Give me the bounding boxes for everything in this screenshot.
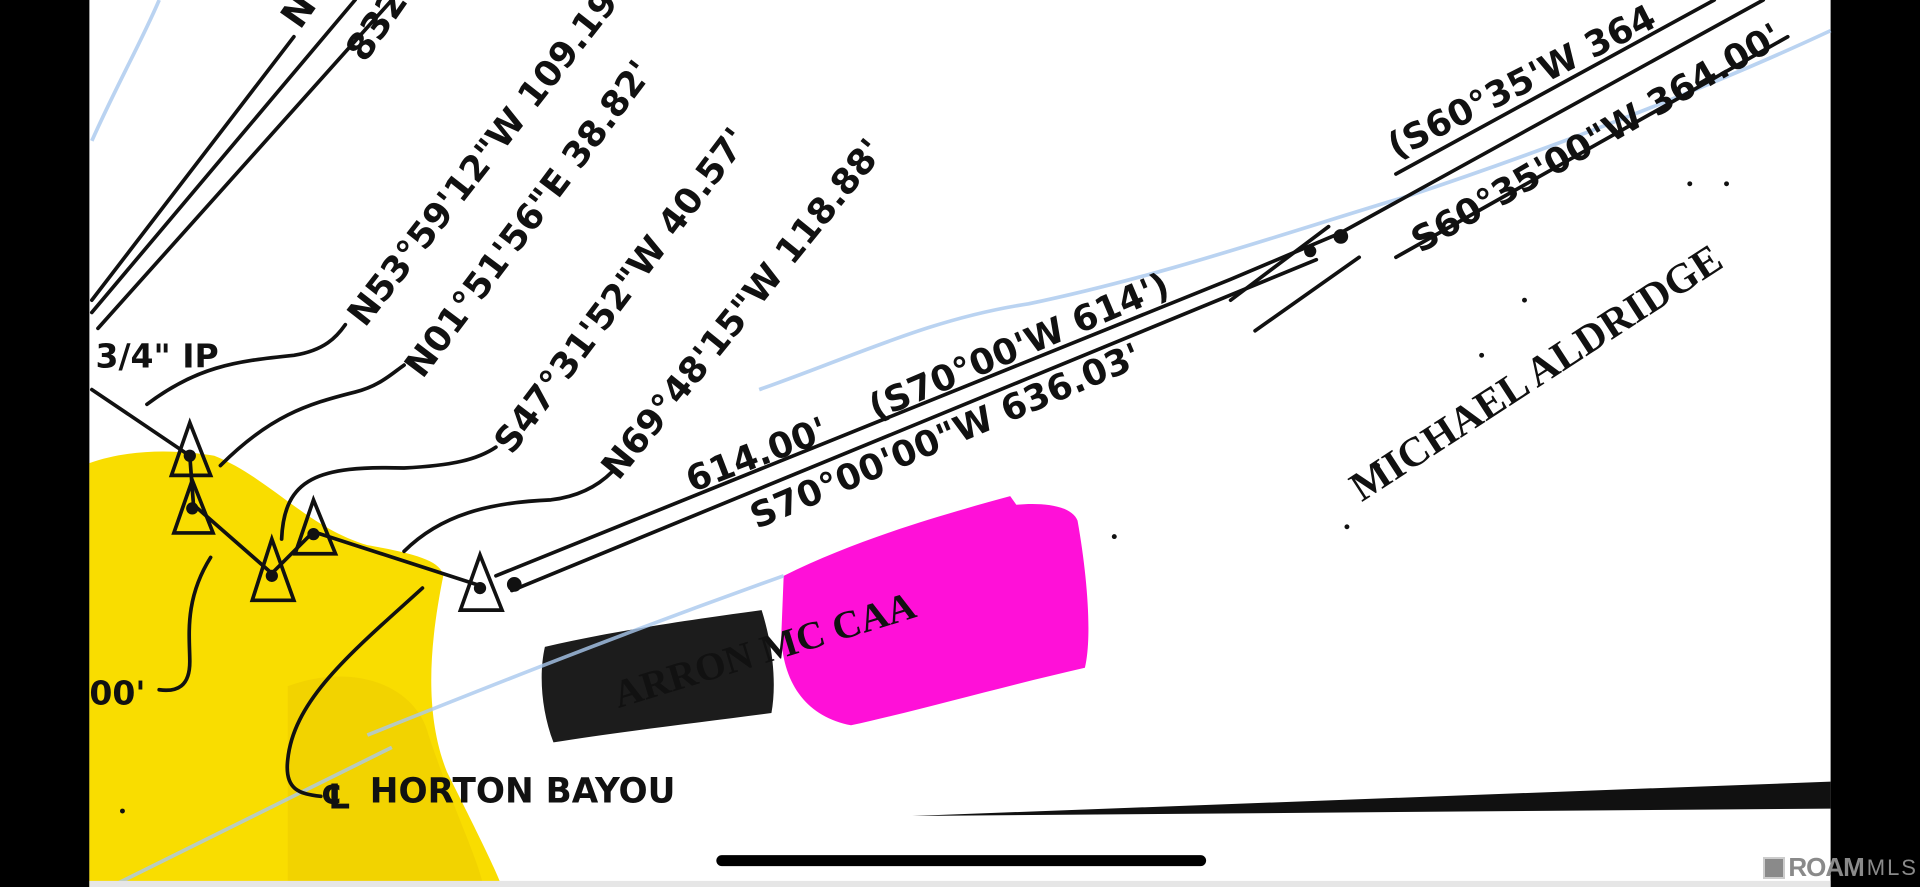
roam-mls-watermark: ROAM MLS bbox=[1763, 852, 1918, 883]
leader-line bbox=[279, 445, 498, 541]
water-line-bottom bbox=[109, 745, 393, 887]
dimension-line-short bbox=[1253, 255, 1362, 333]
record-line-364 bbox=[1394, 0, 1717, 176]
centerline-icon: ℄ bbox=[321, 778, 352, 818]
boundary-line-north-1 bbox=[90, 34, 296, 302]
monument-triangles bbox=[168, 417, 505, 612]
water-line-top-left bbox=[90, 0, 161, 142]
scan-specks bbox=[120, 181, 1729, 814]
iron-pipe-label: 3/4" IP bbox=[96, 337, 219, 376]
record-tick bbox=[1228, 224, 1331, 302]
boundary-line-north-3 bbox=[96, 0, 394, 331]
yellow-highlight-shade bbox=[287, 676, 484, 887]
water-line-lower bbox=[366, 574, 785, 737]
leader-line bbox=[157, 555, 213, 693]
boundary-line-636 bbox=[510, 257, 1319, 593]
triangle-monument-icon bbox=[249, 533, 297, 603]
bayou-label: HORTON BAYOU bbox=[370, 771, 676, 811]
watermark-suffix: MLS bbox=[1866, 854, 1918, 880]
leader-line bbox=[285, 586, 425, 799]
magenta-highlight bbox=[781, 496, 1089, 726]
leader-line bbox=[218, 363, 406, 468]
leader-line bbox=[402, 469, 615, 554]
bottom-edge bbox=[89, 880, 1831, 887]
dimension-line-364 bbox=[1394, 34, 1790, 260]
boundary-line-north-2 bbox=[90, 0, 357, 315]
home-indicator[interactable] bbox=[716, 855, 1207, 867]
water-line-main bbox=[758, 28, 1832, 392]
boundary-traverse bbox=[90, 387, 482, 588]
distance-label-partial: 00' bbox=[89, 673, 145, 712]
boundary-line-614 bbox=[494, 0, 1766, 578]
iron-pin-dots bbox=[183, 229, 1349, 595]
roam-logo-icon bbox=[1763, 856, 1786, 879]
triangle-monument-icon bbox=[457, 549, 505, 612]
triangle-monument-icon bbox=[171, 474, 216, 535]
triangle-monument-icon bbox=[292, 494, 339, 556]
triangle-monument-icon bbox=[168, 417, 214, 478]
watermark-brand: ROAM bbox=[1788, 852, 1864, 882]
leader-line bbox=[145, 322, 348, 407]
